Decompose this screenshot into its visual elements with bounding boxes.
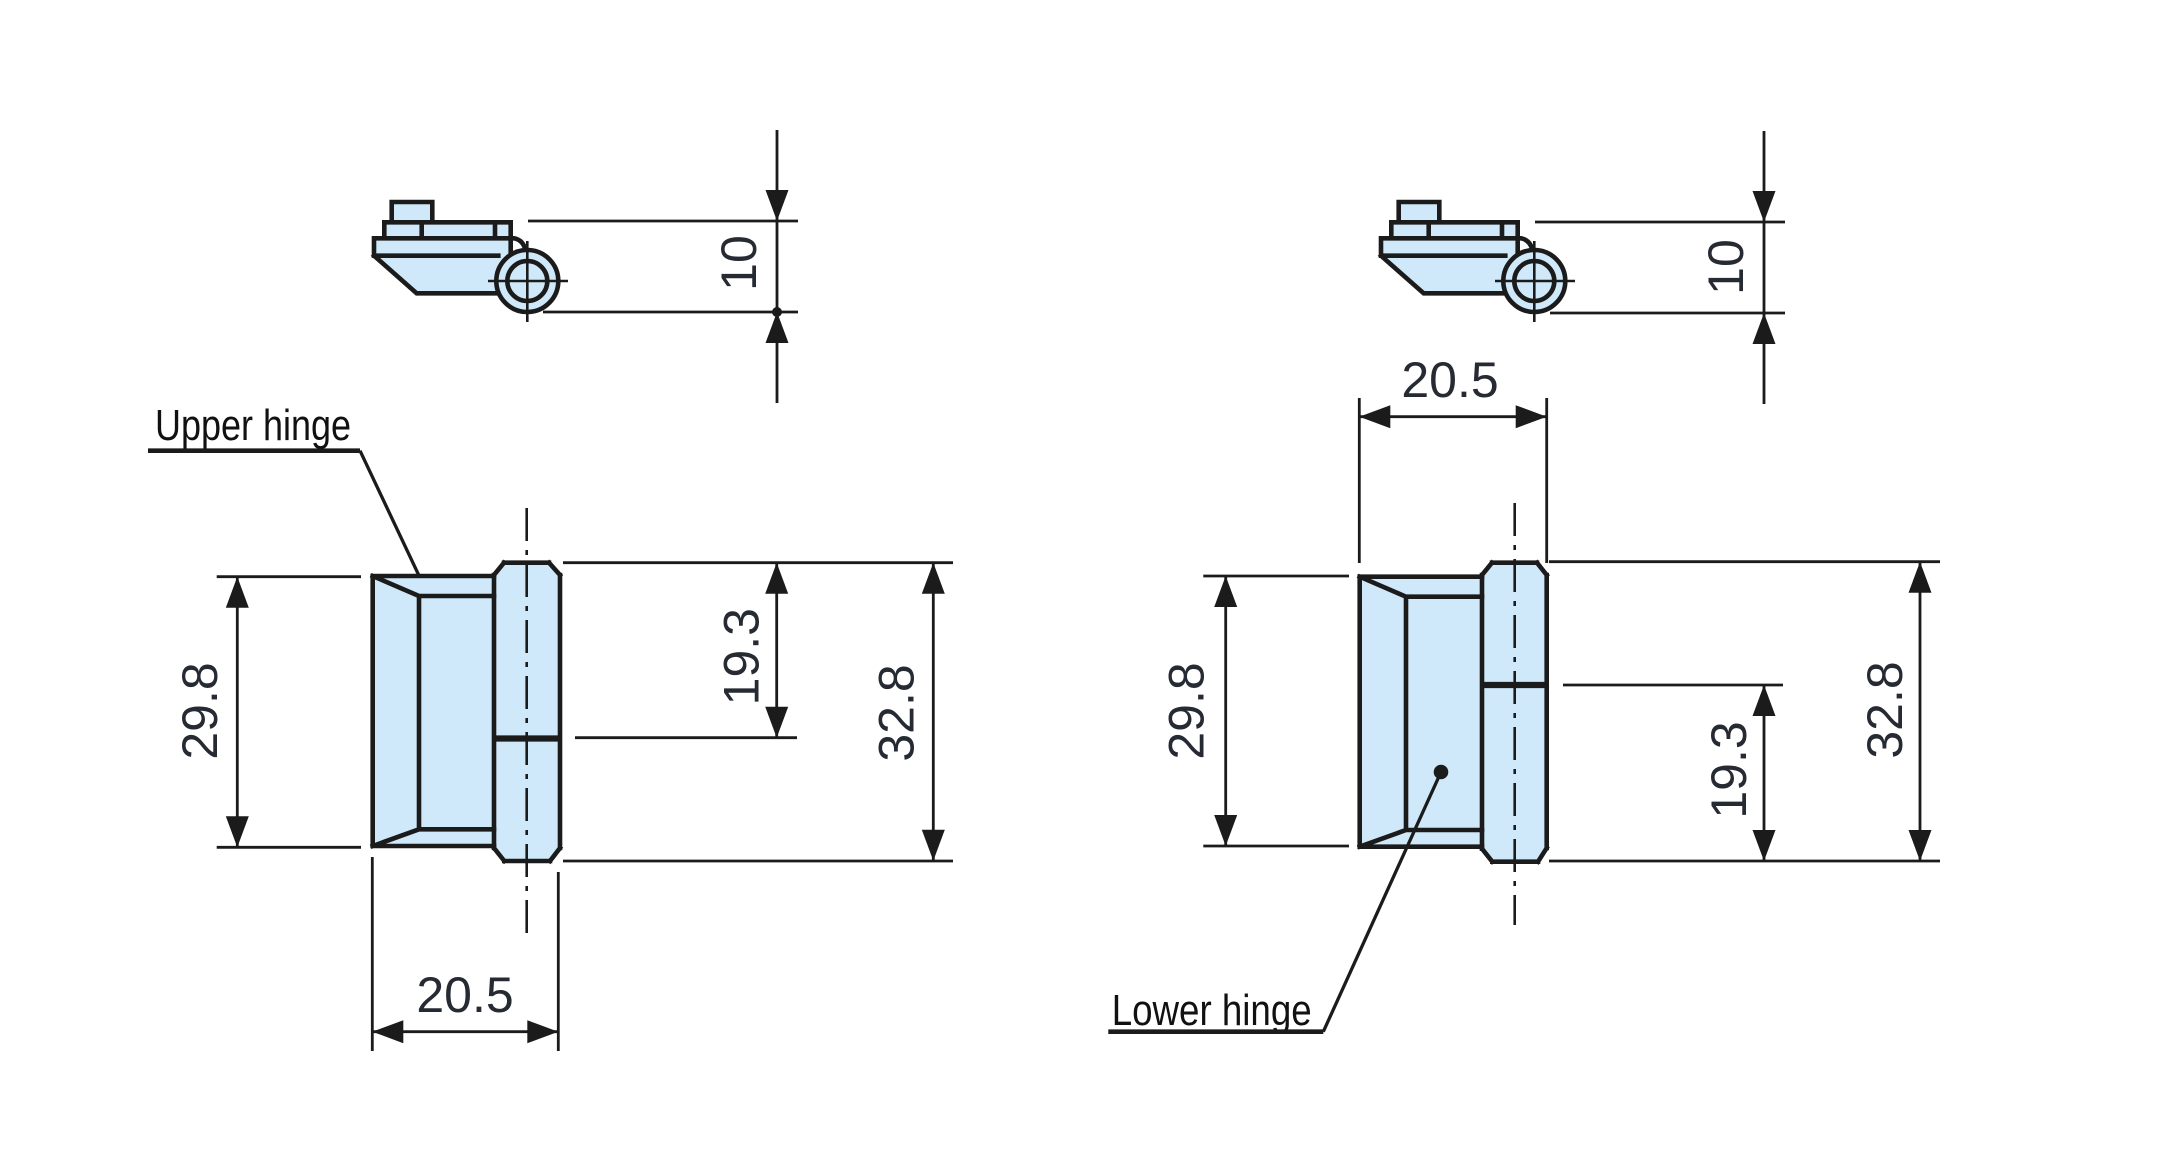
arrow-up-icon xyxy=(765,562,789,594)
leaf-body-outline xyxy=(369,572,497,849)
dim-lower-leaf-height: 29.8 xyxy=(1159,574,1349,848)
dim-upper-knuckle-length: 19.3 xyxy=(563,561,953,740)
crosshair-icon xyxy=(488,241,568,322)
arrow-up-icon xyxy=(1752,685,1776,716)
knuckle-strip-fill xyxy=(1482,562,1547,862)
arrow-right-icon xyxy=(527,1020,559,1044)
top-view-plate-fill xyxy=(374,238,512,256)
top-view-step-fill xyxy=(384,222,511,239)
lower-hinge-label: Lower hinge xyxy=(1108,764,1449,1035)
arrow-down-icon xyxy=(1752,830,1776,861)
arrow-up-icon xyxy=(1214,576,1238,607)
arrow-up-icon xyxy=(225,576,249,608)
dim-value-pin-offset: 10 xyxy=(1698,239,1754,295)
dim-value-width: 20.5 xyxy=(416,967,513,1023)
dim-lines xyxy=(528,130,798,403)
label-text: Upper hinge xyxy=(155,401,351,450)
arrow-down-icon xyxy=(1908,830,1932,861)
leader-line xyxy=(1321,771,1443,1033)
top-view-plate-fill xyxy=(1381,238,1519,256)
dim-value-pin-offset: 10 xyxy=(711,235,767,291)
dim-upper-leaf-height: 29.8 xyxy=(172,575,361,849)
top-view-tab-fill xyxy=(391,202,433,223)
dim-upper-overall-height: 32.8 xyxy=(563,562,953,863)
dim-value-overall-height: 32.8 xyxy=(869,664,925,761)
dim-value-leaf-height: 29.8 xyxy=(172,662,228,759)
dim-lines xyxy=(1203,574,1349,848)
dim-value-width: 20.5 xyxy=(1401,352,1498,408)
dim-lines xyxy=(1535,131,1785,404)
top-view-step-fill xyxy=(1391,222,1518,239)
dim-lines xyxy=(563,562,953,863)
arrow-left-icon xyxy=(372,1020,404,1044)
dim-point-dot xyxy=(772,307,782,317)
arrow-down-icon xyxy=(765,706,789,738)
leaf-body-fill xyxy=(1359,576,1482,847)
leaf-body-outline xyxy=(1356,573,1485,850)
dim-lower-overall-height: 32.8 xyxy=(1549,560,1940,863)
label-text: Lower hinge xyxy=(1112,986,1312,1035)
arrow-up-icon xyxy=(1908,561,1932,593)
leaf-body-fill xyxy=(372,576,494,846)
arrow-down-icon xyxy=(1214,815,1238,846)
lower-hinge-front-view xyxy=(1356,503,1550,925)
dim-value-knuckle-length: 19.3 xyxy=(714,608,770,705)
lower-hinge-top-view xyxy=(1377,199,1575,322)
arrow-down-icon xyxy=(921,829,945,861)
arrow-down-icon xyxy=(225,816,249,848)
dim-lower-knuckle-length: 19.3 xyxy=(1563,683,1783,861)
lower-hinge-drawing: 10 20.5 29.8 xyxy=(1108,131,1940,1035)
dim-lines xyxy=(216,575,361,849)
arrow-down-icon xyxy=(1752,191,1776,222)
dim-upper-width: 20.5 xyxy=(370,857,560,1051)
upper-hinge-front-view xyxy=(369,508,564,935)
leader-dot xyxy=(1433,764,1449,780)
upper-hinge-drawing: 10 Upper hinge 29.8 xyxy=(148,130,953,1051)
dim-lines xyxy=(1357,398,1549,563)
arrow-up-icon xyxy=(765,312,789,343)
dim-lines xyxy=(1549,560,1940,863)
upper-hinge-top-view xyxy=(370,199,568,322)
arrow-down-icon xyxy=(765,190,789,221)
dim-upper-pin-offset: 10 xyxy=(528,130,798,403)
arrow-left-icon xyxy=(1359,405,1391,429)
dim-lower-width: 20.5 xyxy=(1357,352,1549,563)
crosshair-icon xyxy=(1495,241,1575,322)
dim-value-overall-height: 32.8 xyxy=(1857,661,1913,758)
knuckle-strip-fill xyxy=(494,562,560,861)
dim-value-leaf-height: 29.8 xyxy=(1159,662,1215,759)
top-view-tab-fill xyxy=(1398,202,1440,223)
top-view-outline xyxy=(370,199,529,296)
dim-value-knuckle-length: 19.3 xyxy=(1701,721,1757,818)
arrow-up-icon xyxy=(921,562,945,594)
arrow-right-icon xyxy=(1515,405,1547,429)
top-view-outline xyxy=(1377,199,1536,296)
dim-lower-pin-offset: 10 xyxy=(1535,131,1785,404)
arrow-up-icon xyxy=(1752,313,1776,344)
